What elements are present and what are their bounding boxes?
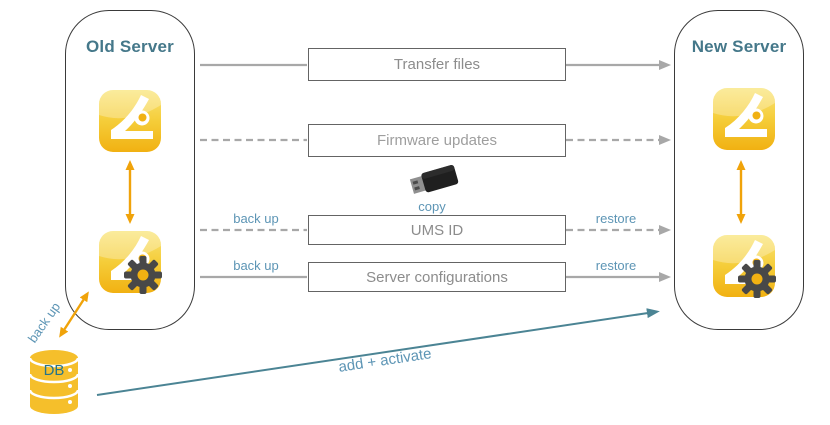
server-config-backup-label: back up	[233, 258, 279, 273]
db-label: DB	[43, 362, 65, 379]
ums-console-gear-icon	[712, 234, 776, 298]
ums-console-gear-icon	[98, 230, 162, 294]
ums-id-backup-label: back up	[233, 211, 279, 226]
server-config-restore-label: restore	[595, 258, 637, 273]
database-icon	[28, 350, 80, 414]
usb-stick-icon	[409, 165, 459, 194]
new-server-title: New Server	[691, 37, 787, 56]
add-activate-label: add + activate	[337, 345, 433, 376]
old-server-title: Old Server	[86, 37, 174, 56]
ums-id-restore-label: restore	[595, 211, 637, 226]
transfer-files-box: Transfer files	[308, 48, 566, 81]
ums-id-box: UMS ID	[308, 215, 566, 245]
usb-copy-label: copy	[418, 199, 446, 214]
server-configurations-box: Server configurations	[308, 262, 566, 292]
firmware-updates-box: Firmware updates	[308, 124, 566, 157]
ums-app-icon	[712, 87, 776, 151]
ums-app-icon	[98, 89, 162, 153]
